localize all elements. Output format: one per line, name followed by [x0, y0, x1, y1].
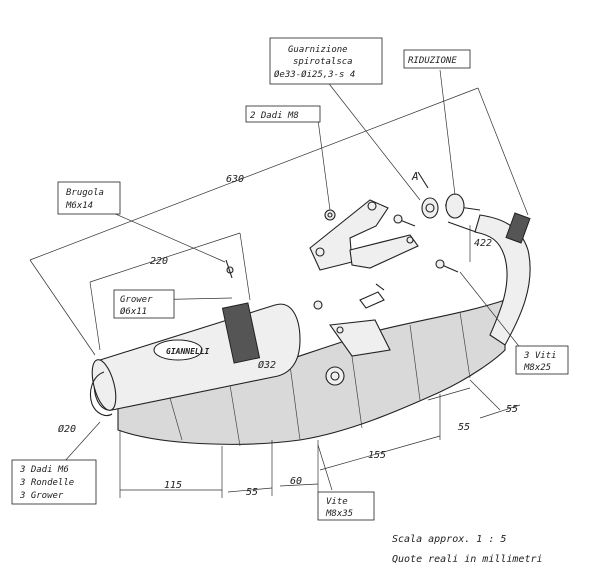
mounting-bracket	[309, 199, 419, 357]
callout-vite: Vite M8x35	[317, 491, 375, 521]
svg-text:M6x14: M6x14	[65, 201, 93, 211]
dim-220: 220	[150, 256, 168, 267]
dim-155: 155	[368, 450, 386, 461]
svg-text:Guarnizione: Guarnizione	[288, 45, 348, 55]
dim-55-b: 55	[458, 422, 470, 433]
svg-text:3 Grower: 3 Grower	[19, 491, 64, 501]
callout-dadi-m6: 3 Dadi M6 3 Rondelle 3 Grower	[11, 459, 97, 505]
svg-text:Ø6x11: Ø6x11	[120, 306, 147, 317]
fasteners	[225, 209, 459, 386]
svg-text:spirotalsca: spirotalsca	[293, 57, 353, 67]
svg-text:M8x25: M8x25	[523, 363, 551, 373]
callout-grower: Grower Ø6x11	[113, 289, 175, 319]
callout-viti: 3 Viti M8x25	[515, 345, 569, 375]
tail-pipe	[89, 371, 113, 417]
dim-422: 422	[474, 238, 492, 249]
dim-55-a: 55	[246, 487, 258, 498]
dimension-lines	[29, 87, 529, 498]
callout-guarnizione: Guarnizione spirotalsca Øe33-Øi25,3-s 4	[269, 37, 383, 85]
header-pipe	[421, 193, 531, 346]
callout-brugola: Brugola M6x14	[57, 181, 121, 215]
callout-riduzione: RIDUZIONE	[403, 49, 471, 69]
marker-a: A	[411, 170, 419, 183]
callout-dadi-m8: 2 Dadi M8	[245, 105, 321, 123]
svg-text:GIANNELLI: GIANNELLI	[166, 347, 210, 356]
svg-text:RIDUZIONE: RIDUZIONE	[408, 56, 457, 66]
silencer-can: GIANNELLI	[91, 302, 301, 411]
svg-text:Vite: Vite	[326, 497, 348, 507]
svg-text:Grower: Grower	[120, 295, 153, 305]
dim-630: 630	[226, 174, 244, 185]
dim-115: 115	[164, 480, 182, 491]
svg-text:2 Dadi M8: 2 Dadi M8	[250, 111, 299, 121]
dim-55-c: 55	[506, 404, 518, 415]
units-note: Quote reali in millimetri	[392, 554, 543, 565]
svg-text:3 Dadi M6: 3 Dadi M6	[19, 465, 69, 475]
scale-note: Scala approx. 1 : 5	[392, 534, 506, 545]
dim-32: Ø32	[258, 359, 276, 371]
svg-text:Øe33-Øi25,3-s 4: Øe33-Øi25,3-s 4	[274, 69, 355, 80]
svg-text:3 Viti: 3 Viti	[523, 351, 557, 361]
dim-20: Ø20	[58, 423, 76, 435]
svg-text:3 Rondelle: 3 Rondelle	[19, 478, 74, 488]
svg-text:Brugola: Brugola	[66, 188, 104, 198]
callout-leaders	[63, 69, 523, 491]
svg-text:M8x35: M8x35	[325, 509, 353, 519]
dim-60: 60	[290, 476, 302, 487]
